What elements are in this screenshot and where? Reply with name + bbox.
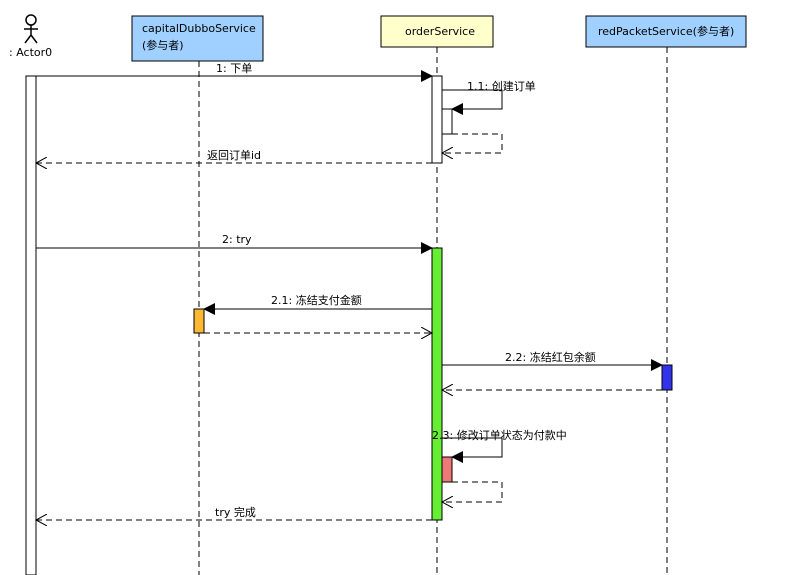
message-2-return-label: try 完成 <box>215 505 256 519</box>
message-2-1-label: 2.1: 冻结支付金额 <box>271 293 362 307</box>
participant-redpacket[interactable]: redPacketService(参与者) <box>585 15 747 48</box>
activation-order-1 <box>431 75 443 164</box>
participant-capital-role: (参与者) <box>142 38 184 52</box>
participant-order-name: orderService <box>405 25 475 38</box>
participant-capital-name: capitalDubboService <box>142 22 256 35</box>
actor-figure-icon <box>24 14 38 44</box>
activation-order-1-1 <box>441 108 453 135</box>
activation-capital <box>193 308 205 334</box>
actor-label: : Actor0 <box>9 46 52 59</box>
message-1-1-return <box>442 133 503 153</box>
message-2-label: 2: try <box>222 233 252 246</box>
participant-redpacket-box[interactable] <box>585 15 747 48</box>
participant-redpacket-name: redPacketService(参与者) <box>598 24 734 38</box>
message-1-label: 1: 下单 <box>216 62 252 75</box>
participant-order-box[interactable] <box>380 15 494 48</box>
activation-order-update <box>441 456 453 483</box>
activation-actor <box>25 75 37 575</box>
message-1-1-label: 1.1: 创建订单 <box>467 79 536 93</box>
activation-order-try <box>431 247 443 521</box>
message-2-3-arrow <box>442 437 503 463</box>
participant-capital-box[interactable] <box>131 15 264 62</box>
message-2-3-label: 2.3: 修改订单状态为付款中 <box>432 428 567 442</box>
activation-redpacket <box>661 364 673 391</box>
message-2-2-label: 2.2: 冻结红包余额 <box>505 350 596 364</box>
participant-capital[interactable]: capitalDubboService (参与者) <box>131 15 264 62</box>
message-1-return-label: 返回订单id <box>207 149 261 162</box>
participant-order[interactable]: orderService <box>380 15 494 48</box>
message-2-3-return <box>442 481 503 502</box>
message-1-1-arrow <box>442 89 503 115</box>
